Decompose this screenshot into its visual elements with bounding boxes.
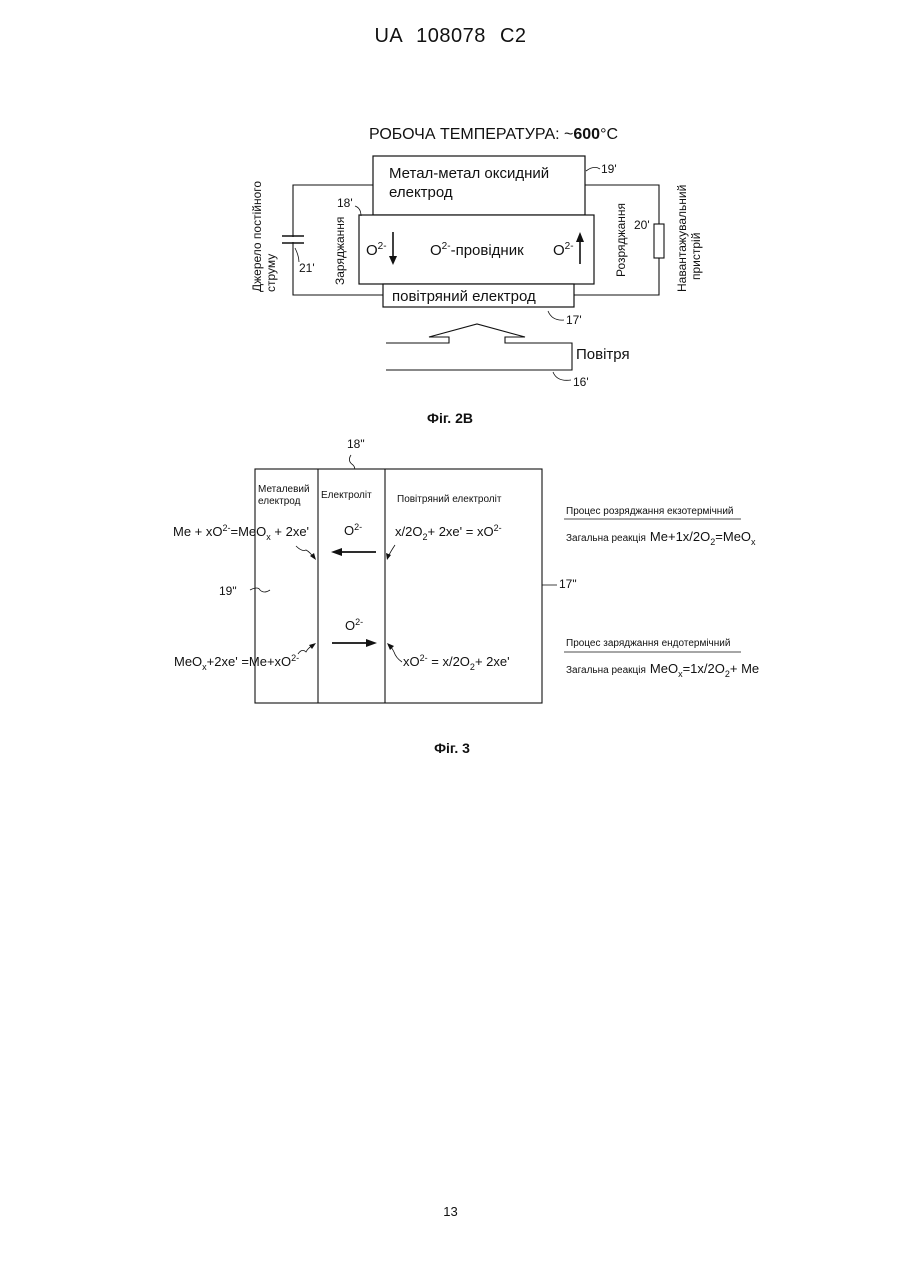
charging-label: Заряджання: [333, 217, 347, 285]
charge-process-label: Процес заряджання ендотермічний: [566, 638, 730, 649]
fig3-ref-19: 19": [219, 584, 237, 598]
electrolyte-label: Електроліт: [321, 490, 372, 501]
load-label-line1: Навантажувальний: [675, 185, 689, 292]
ref-16-prime: 16': [573, 375, 589, 389]
metal-electrode-label-line2: електрод: [258, 496, 301, 507]
dc-source-label-line1: Джерело постійного: [250, 181, 264, 292]
ref-19-prime: 19': [601, 162, 617, 176]
fig3-ref-17: 17": [559, 577, 577, 591]
load-label-line2: пристрій: [689, 233, 703, 280]
fig3-caption: Фіг. 3: [434, 740, 470, 756]
charge-overall-reaction: Загальна реакціяMeOx=1x/2O2+ Me: [566, 661, 759, 679]
air-duct-shape: [386, 324, 572, 370]
ref-17-prime: 17': [566, 313, 582, 327]
fig3-ref-18: 18": [347, 437, 365, 451]
ref-18-prime: 18': [337, 196, 353, 210]
ref-21-prime: 21': [299, 261, 315, 275]
load-resistor: [654, 224, 664, 258]
top-electrode-label-line1: Метал-метал оксидний: [389, 165, 549, 182]
discharge-overall-reaction: Загальна реакціяMe+1x/2O2=MeOx: [566, 529, 756, 547]
air-label: Повітря: [576, 346, 630, 363]
page-number: 13: [0, 1204, 901, 1219]
ref-20-prime: 20': [634, 218, 650, 232]
air-electrolyte-label: Повітряний електроліт: [397, 494, 502, 505]
metal-electrode-label-line1: Металевий: [258, 484, 310, 495]
discharging-label: Розряджання: [614, 203, 628, 277]
fig2b-caption: Фіг. 2В: [427, 410, 473, 426]
discharge-process-label: Процес розряджання екзотермічний: [566, 506, 734, 517]
top-electrode-label-line2: електрод: [389, 184, 453, 201]
dc-source-label-line2: струму: [264, 254, 278, 292]
fig2b-title: РОБОЧА ТЕМПЕРАТУРА: ~600°C: [369, 126, 618, 143]
air-electrode-label: повітряний електрод: [392, 288, 536, 305]
